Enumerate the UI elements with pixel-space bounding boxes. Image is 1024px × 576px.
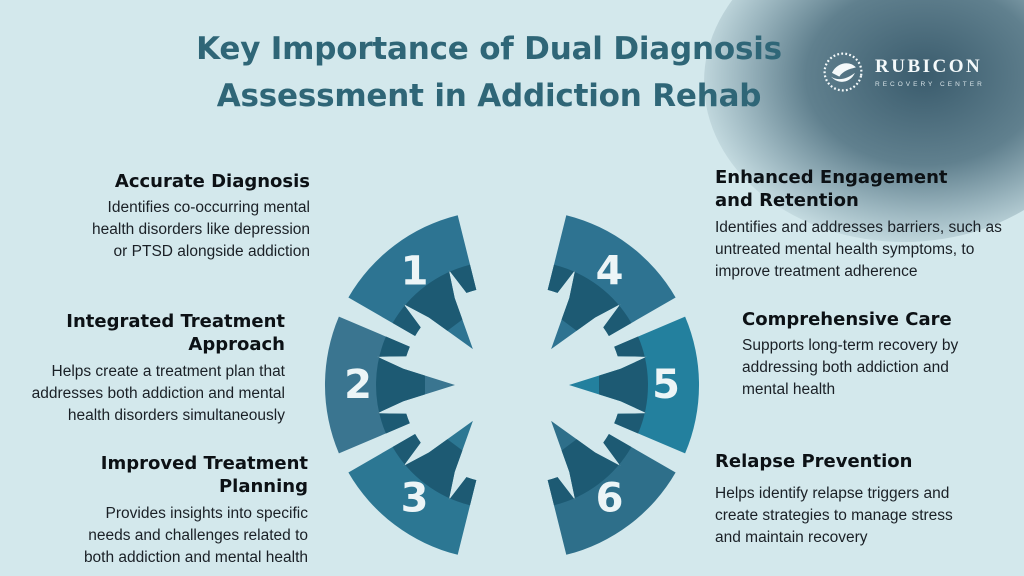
- fan-segment-shadow: [392, 434, 477, 506]
- fan-segment-number: 2: [344, 362, 372, 408]
- fan-segment-number: 5: [652, 362, 680, 408]
- section-heading: Comprehensive Care: [742, 309, 952, 330]
- logo-name: RUBICON: [875, 56, 983, 77]
- section-body: Provides insights into specific needs an…: [83, 504, 308, 566]
- section-integrated-treatment-approach: Integrated Treatment Approach Helps crea…: [25, 310, 285, 427]
- fan-segment-shadow: [547, 264, 632, 336]
- fan-segment-shadow: [547, 434, 632, 506]
- fan-segment-shadow: [392, 264, 477, 336]
- section-relapse-prevention: Relapse Prevention Helps identify relaps…: [715, 450, 980, 549]
- fan-segment-number: 4: [596, 249, 624, 295]
- section-comprehensive-care: Comprehensive Care Supports long-term re…: [742, 308, 1002, 401]
- section-body: Supports long-term recovery by addressin…: [742, 337, 959, 399]
- fan-segment-number: 3: [401, 475, 429, 521]
- section-heading: Improved Treatment Planning: [100, 453, 308, 498]
- page-title-line-2: Assessment in Addiction Rehab: [216, 77, 762, 114]
- section-accurate-diagnosis: Accurate Diagnosis Identifies co-occurri…: [60, 170, 310, 263]
- section-heading: Integrated Treatment Approach: [66, 311, 285, 356]
- fan-segment-number: 1: [401, 249, 429, 295]
- section-heading: Relapse Prevention: [715, 451, 913, 472]
- section-improved-treatment-planning: Improved Treatment Planning Provides ins…: [58, 452, 308, 569]
- fan-segment-shadow: [376, 336, 425, 434]
- section-body: Helps create a treatment plan that addre…: [31, 362, 285, 424]
- section-body: Identifies and addresses barriers, such …: [715, 218, 1002, 280]
- page-title: Key Importance of Dual Diagnosis Assessm…: [0, 26, 978, 119]
- page-title-line-1: Key Importance of Dual Diagnosis: [196, 31, 782, 67]
- logo: RUBICON RECOVERY CENTER: [820, 47, 1010, 97]
- section-heading: Enhanced Engagement and Retention: [715, 167, 948, 212]
- fan-segment-number: 6: [596, 475, 624, 521]
- logo-text: RUBICON RECOVERY CENTER: [875, 56, 985, 88]
- logo-tagline: RECOVERY CENTER: [875, 81, 985, 88]
- laurel-wreath-icon: [823, 52, 863, 92]
- section-enhanced-engagement-retention: Enhanced Engagement and Retention Identi…: [715, 166, 1020, 283]
- fan-segment-shadow: [599, 336, 648, 434]
- section-body: Identifies co-occurring mental health di…: [92, 199, 310, 261]
- section-heading: Accurate Diagnosis: [114, 171, 310, 192]
- section-body: Helps identify relapse triggers and crea…: [715, 485, 953, 547]
